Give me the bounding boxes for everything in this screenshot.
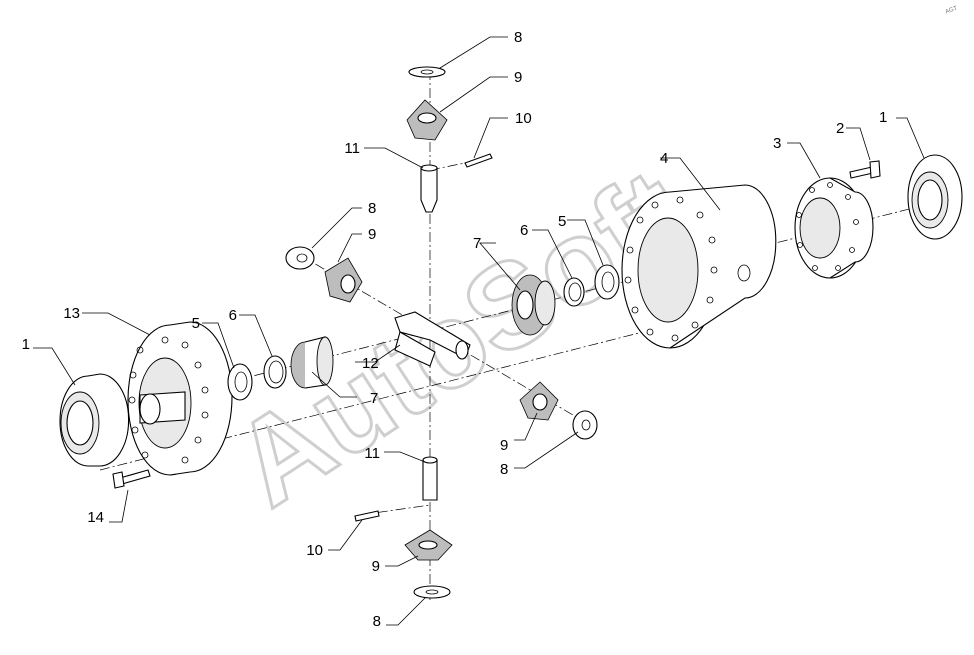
callout-5-right: 5 xyxy=(558,213,566,230)
bottom-roll-pin xyxy=(354,510,380,522)
left-ring xyxy=(263,355,287,389)
pin-axis-bottom xyxy=(359,504,431,516)
right-pinion-gear xyxy=(519,381,559,421)
left-thrust-washer-small xyxy=(285,246,315,270)
callout-13: 13 xyxy=(63,305,80,322)
watermark: AutoSoft xyxy=(210,142,711,533)
watermark-text: AutoSoft xyxy=(211,144,709,532)
callout-11-top: 11 xyxy=(344,140,360,157)
callout-6-right: 6 xyxy=(520,222,528,239)
callout-labels: 1 13 5 6 7 12 14 8 9 10 11 8 9 7 6 5 4 3… xyxy=(22,29,888,630)
left-case-half xyxy=(127,321,233,476)
right-case-bolt-holes xyxy=(624,196,718,342)
bolt-right xyxy=(849,160,881,179)
flange-ring xyxy=(794,177,874,279)
bottom-pinion-shaft xyxy=(422,456,438,501)
right-side-gear xyxy=(511,274,556,336)
callout-9-top: 9 xyxy=(514,69,522,86)
top-roll-pin xyxy=(464,153,493,168)
callout-8-top: 8 xyxy=(514,29,522,46)
top-thrust-washer xyxy=(408,66,446,78)
left-pinion-gear xyxy=(324,257,363,303)
right-thrust-washer-small xyxy=(572,410,598,440)
right-bearing xyxy=(907,154,963,240)
callout-6-left: 6 xyxy=(229,307,237,324)
callout-8-right: 8 xyxy=(500,461,508,478)
callout-5-left: 5 xyxy=(192,315,200,332)
bottom-pinion-gear xyxy=(404,529,453,561)
bolt-left xyxy=(112,469,151,489)
callout-8-left: 8 xyxy=(368,200,376,217)
left-bearing xyxy=(59,373,130,467)
callout-9-left: 9 xyxy=(368,226,376,243)
bottom-thrust-washer xyxy=(413,585,451,599)
left-case-bolt-holes xyxy=(128,336,209,464)
corner-mark: AGT xyxy=(945,5,959,15)
right-ring xyxy=(563,277,585,307)
callout-1-left: 1 xyxy=(22,336,30,353)
right-case-half xyxy=(621,184,777,349)
right-thrust-washer xyxy=(594,264,620,300)
callout-9-right: 9 xyxy=(500,437,508,454)
callout-1-right: 1 xyxy=(879,109,887,126)
flange-bolt-holes xyxy=(796,182,859,271)
callout-3: 3 xyxy=(773,135,781,152)
main-axis-lower xyxy=(99,319,691,471)
callout-10-top: 10 xyxy=(515,110,532,127)
callout-11-bottom: 11 xyxy=(364,445,380,462)
top-pinion-gear xyxy=(406,99,448,141)
callout-8-bottom: 8 xyxy=(373,613,381,630)
callout-9-bottom: 9 xyxy=(372,558,380,575)
callout-7-upper: 7 xyxy=(473,235,481,252)
callout-4: 4 xyxy=(660,150,668,167)
top-pinion-shaft xyxy=(420,164,438,213)
leader-lines xyxy=(33,36,925,626)
left-side-gear xyxy=(290,336,334,389)
left-thrust-washer xyxy=(227,363,253,401)
callout-2: 2 xyxy=(836,120,844,137)
callout-10-bottom: 10 xyxy=(306,542,323,559)
callout-12: 12 xyxy=(362,355,379,372)
callout-14: 14 xyxy=(87,509,104,526)
callout-7-lower: 7 xyxy=(370,390,378,407)
spider-cross-shaft xyxy=(394,311,471,367)
